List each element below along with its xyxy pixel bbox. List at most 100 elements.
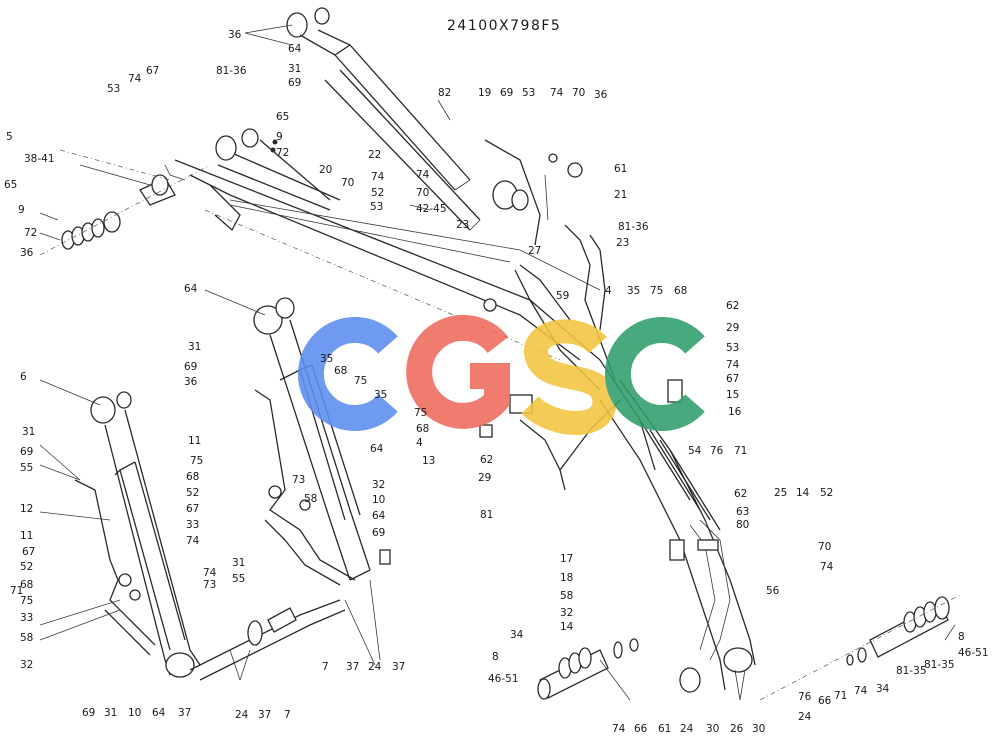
callout-label: 56 [766, 585, 780, 597]
callout-label: 81-36 [216, 65, 247, 77]
callout-label: 30 [706, 723, 719, 735]
callout-label: 69 [500, 87, 513, 99]
callout-label: 71 [834, 690, 847, 702]
callout-label: 37 [346, 661, 359, 673]
callout-label: 69 [184, 361, 197, 373]
callout-label: 11 [188, 435, 201, 447]
callout-label: 4 [605, 285, 612, 297]
callout-label: 74 [416, 169, 430, 181]
callout-label: 34 [510, 629, 524, 641]
callout-label: 68 [416, 423, 429, 435]
leader-lines [39, 24, 956, 701]
callout-label: 75 [20, 595, 33, 607]
callout-label: 46-51 [958, 647, 989, 659]
upper-link-rods [215, 128, 341, 211]
bottom-link-arm [189, 599, 346, 681]
callout-label: 22 [368, 149, 381, 161]
callout-label: 6 [20, 371, 27, 383]
callout-label: 7 [284, 709, 291, 721]
callout-label: 63 [736, 506, 749, 518]
callout-label: 64 [288, 43, 302, 55]
callout-label: 58 [20, 632, 33, 644]
callout-label: 24 [798, 711, 812, 723]
callout-label: 67 [726, 373, 739, 385]
callout-label: 31 [232, 557, 245, 569]
callout-label: 62 [480, 454, 493, 466]
callout-label: 74 [726, 359, 740, 371]
callout-label: 64 [152, 707, 166, 719]
callout-label: 36 [228, 29, 242, 41]
callout-label: 36 [594, 89, 608, 101]
callout-label: 70 [818, 541, 831, 553]
drawing-number: 24100X798F5 [447, 18, 561, 34]
callout-label: 62 [734, 488, 747, 500]
callout-label: 31 [104, 707, 117, 719]
callout-label: 71 [10, 585, 23, 597]
watermark-letter-c1 [297, 317, 398, 431]
callout-label: 65 [276, 111, 289, 123]
watermark-letter-c2 [604, 317, 705, 431]
callout-label: 65 [4, 179, 17, 191]
callout-label: 52 [186, 487, 199, 499]
callout-label: 80 [736, 519, 749, 531]
callout-label: 72 [24, 227, 37, 239]
callout-label: 24 [680, 723, 694, 735]
callout-label: 12 [20, 503, 33, 515]
callout-label: 55 [232, 573, 245, 585]
callout-label: 54 [688, 445, 702, 457]
callout-label: 37 [392, 661, 405, 673]
callout-label: 64 [184, 283, 198, 295]
callout-label: 69 [20, 446, 33, 458]
bottom-right-pin [759, 594, 961, 701]
callout-label: 74 [820, 561, 834, 573]
callout-label: 72 [276, 147, 289, 159]
callout-label: 37 [178, 707, 191, 719]
callout-label: 66 [634, 723, 648, 735]
arm-body-right [599, 379, 756, 693]
callout-label: 11 [20, 530, 33, 542]
callout-label: 5 [6, 131, 13, 143]
callout-label: 9 [276, 131, 283, 143]
callout-label: 36 [184, 376, 198, 388]
callout-label: 42-45 [416, 203, 447, 215]
callout-label: 74 [186, 535, 200, 547]
callout-label: 17 [560, 553, 573, 565]
callout-label: 70 [416, 187, 429, 199]
left-tube-loop [74, 479, 156, 656]
callout-label: 4 [416, 437, 423, 449]
callout-label: 71 [734, 445, 747, 457]
callout-label: 26 [730, 723, 744, 735]
callout-label: 81-35 [896, 665, 927, 677]
callout-label: 24 [368, 661, 382, 673]
callout-label: 14 [796, 487, 810, 499]
callout-label: 70 [572, 87, 585, 99]
callout-label: 81-36 [618, 221, 649, 233]
callout-label: 52 [20, 561, 33, 573]
callout-label: 32 [372, 479, 385, 491]
watermark-letter-g [406, 314, 510, 429]
callout-label: 69 [372, 527, 385, 539]
callout-label: 67 [22, 546, 35, 558]
callout-label: 68 [186, 471, 199, 483]
callout-label: 53 [107, 83, 120, 95]
callout-label: 29 [478, 472, 491, 484]
callout-label: 74 [854, 685, 868, 697]
callout-label: 8 [492, 651, 499, 663]
callout-label: 36 [20, 247, 34, 259]
callout-label: 8 [958, 631, 965, 643]
callout-label: 74 [128, 73, 142, 85]
callout-label: 76 [798, 691, 812, 703]
callout-label: 70 [341, 177, 354, 189]
callout-label: 31 [22, 426, 35, 438]
callout-label: 69 [82, 707, 95, 719]
callout-label: 75 [650, 285, 663, 297]
callout-label: 30 [752, 723, 765, 735]
callout-label: 76 [710, 445, 724, 457]
callout-label: 16 [728, 406, 742, 418]
callout-label: 75 [354, 375, 367, 387]
callout-label: 74 [550, 87, 564, 99]
callout-label: 20 [319, 164, 332, 176]
